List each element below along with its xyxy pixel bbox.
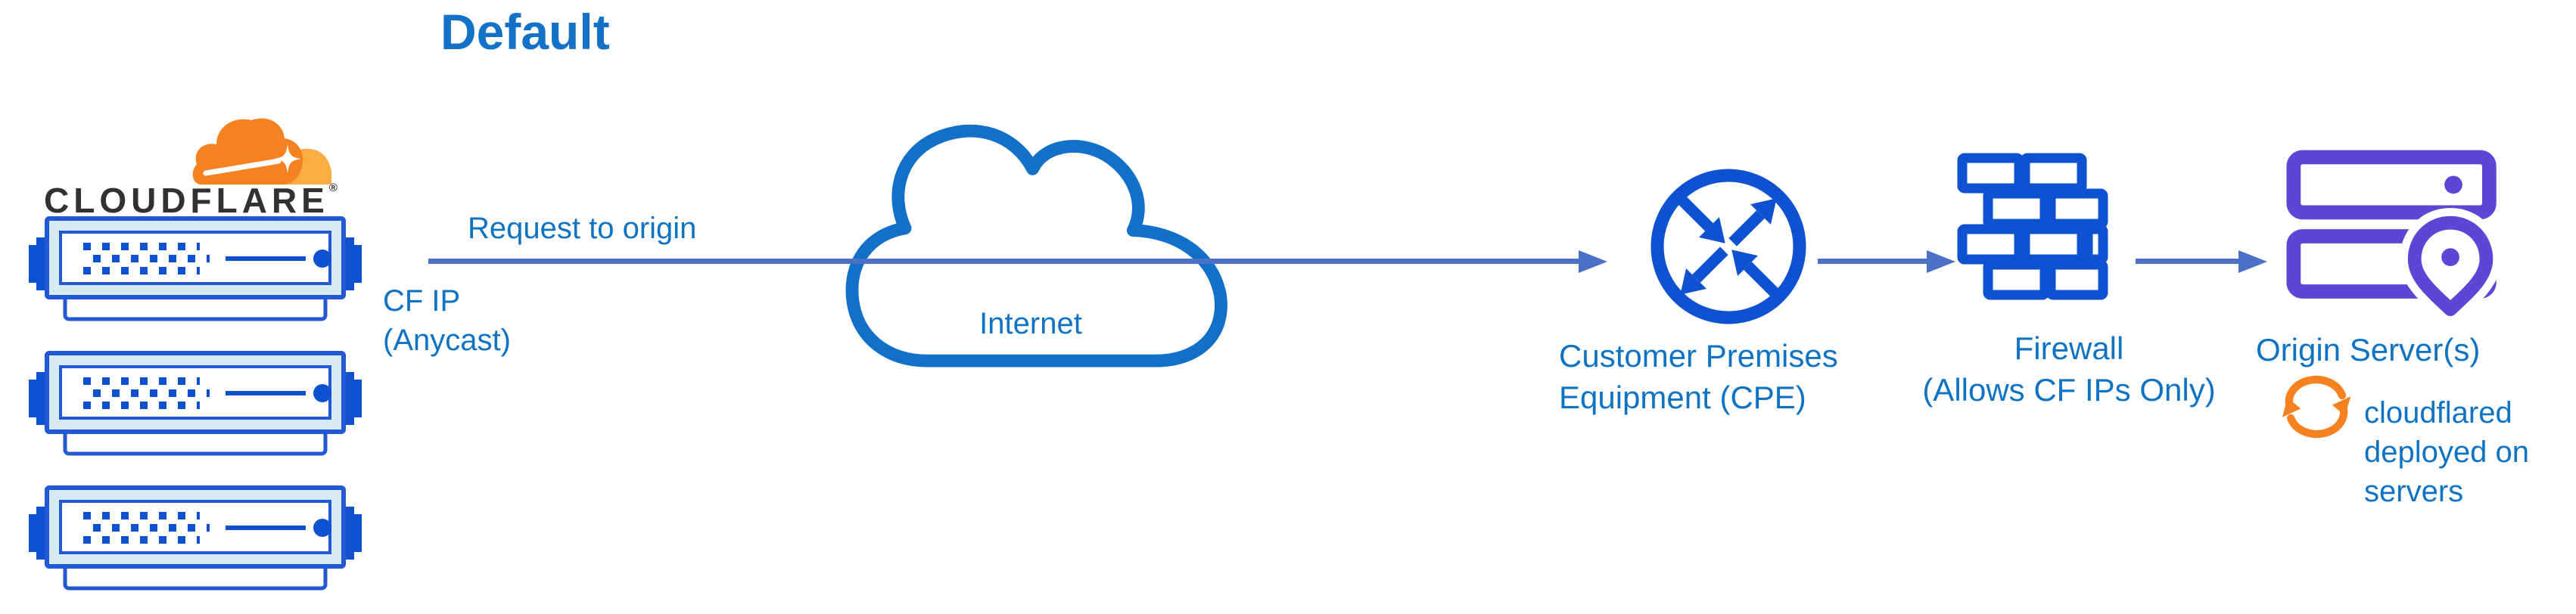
arrowhead-into-cpe-icon: [1579, 250, 1607, 273]
registered-mark: ®: [328, 181, 338, 194]
cf-ip-anycast-label: CF IP (Anycast): [383, 281, 511, 360]
firewall-label-line1: Firewall: [2014, 330, 2124, 366]
internet-cloud-icon: [845, 124, 1227, 367]
flow-line-firewall-to-origin: [2136, 259, 2238, 264]
cf-ip-line: CF IP: [383, 284, 461, 318]
cloudflared-note-line1: cloudflared: [2364, 396, 2512, 429]
diagram-title: Default: [440, 4, 610, 60]
internet-label: Internet: [979, 307, 1082, 340]
firewall-label: Firewall (Allows CF IPs Only): [1922, 328, 2215, 411]
origin-servers-pin-icon: [2286, 150, 2502, 324]
request-to-origin-label: Request to origin: [468, 212, 697, 245]
edge-server-icon: [27, 216, 363, 324]
router-arrows-icon: [1650, 169, 1806, 324]
firewall-label-line2: (Allows CF IPs Only): [1922, 371, 2216, 408]
sync-arrows-icon: [2282, 375, 2351, 439]
cloudflare-wordmark-text: CLOUDFLARE: [44, 181, 329, 220]
cpe-label: Customer Premises Equipment (CPE): [1559, 336, 1838, 418]
edge-server-icon: [27, 485, 363, 593]
cloudflare-wordmark: CLOUDFLARE®: [44, 180, 338, 221]
cloudflared-note-line2: deployed on: [2364, 436, 2529, 469]
cloudflared-note: cloudflared deployed on servers: [2364, 393, 2529, 511]
firewall-bricks-icon: [1957, 153, 2108, 300]
arrowhead-into-firewall-icon: [1927, 250, 1955, 273]
arrowhead-into-origin-icon: [2238, 250, 2267, 273]
anycast-line: (Anycast): [383, 324, 511, 357]
cpe-label-line2: Equipment (CPE): [1559, 379, 1806, 415]
flow-line-through-cloud: [840, 259, 1566, 264]
cpe-label-line1: Customer Premises: [1559, 338, 1838, 374]
origin-servers-label: Origin Server(s): [2256, 332, 2481, 367]
flow-line-cpe-to-firewall: [1818, 259, 1927, 264]
cloudflare-logo-cloud-icon: [192, 118, 331, 185]
edge-server-icon: [27, 351, 363, 458]
cloudflared-note-line3: servers: [2364, 475, 2464, 508]
